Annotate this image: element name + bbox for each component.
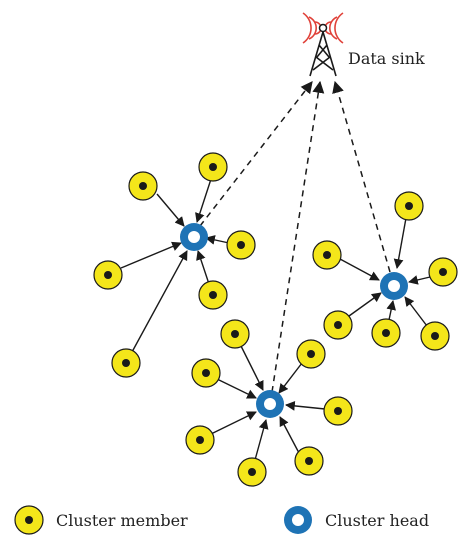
dashed-link-head-1 [199,81,313,227]
member-link [156,193,185,227]
cluster-member-node [185,425,215,455]
cluster-member-node [428,257,458,287]
cluster-member-node [296,339,326,369]
member-link [408,275,431,285]
member-link [216,378,257,399]
cluster-member-node [323,396,353,426]
cluster-member-node [420,321,450,351]
cluster-member-node [226,230,256,260]
data-sink-label: Data sink [348,49,425,68]
legend-head-icon [284,506,312,534]
member-link [393,217,407,269]
signal-waves-icon [302,12,344,44]
member-link [279,416,300,454]
member-link [386,300,396,321]
member-link [210,411,257,435]
sink-links [199,80,391,393]
member-link [120,241,182,269]
member-link [404,296,428,327]
legend-member-icon [14,505,44,535]
legend: Cluster member Cluster head [14,505,429,535]
cluster-member-node [93,260,123,290]
member-link [239,343,264,391]
cluster-head-node [180,223,208,251]
cluster-member-node [198,152,228,182]
cluster-member-node [371,318,401,348]
cluster-member-node [323,310,353,340]
cluster-member-node [111,348,141,378]
member-link [285,401,326,411]
cluster-member-node [198,280,228,310]
dashed-link-head-2 [271,80,325,393]
cluster-1 [93,152,256,378]
cluster-member-node [191,358,221,388]
data-sink-tower-icon [302,12,344,77]
member-link [278,362,303,394]
legend-member-label: Cluster member [56,511,188,530]
dashed-link-head-3 [332,80,391,273]
member-link [348,292,382,317]
cluster-member-node [128,171,158,201]
cluster-head-node [256,390,284,418]
cluster-2 [185,319,353,487]
cluster-3 [312,191,458,351]
member-link [254,419,269,461]
cluster-head-node [380,272,408,300]
cluster-member-node [312,240,342,270]
legend-head-label: Cluster head [325,511,429,530]
cluster-member-node [220,319,250,349]
member-link [205,235,230,245]
member-link [131,250,188,353]
member-link [196,250,210,285]
cluster-member-node [394,191,424,221]
cluster-member-node [294,446,324,476]
cluster-member-node [237,457,267,487]
member-link [339,258,380,281]
member-link [195,175,213,223]
